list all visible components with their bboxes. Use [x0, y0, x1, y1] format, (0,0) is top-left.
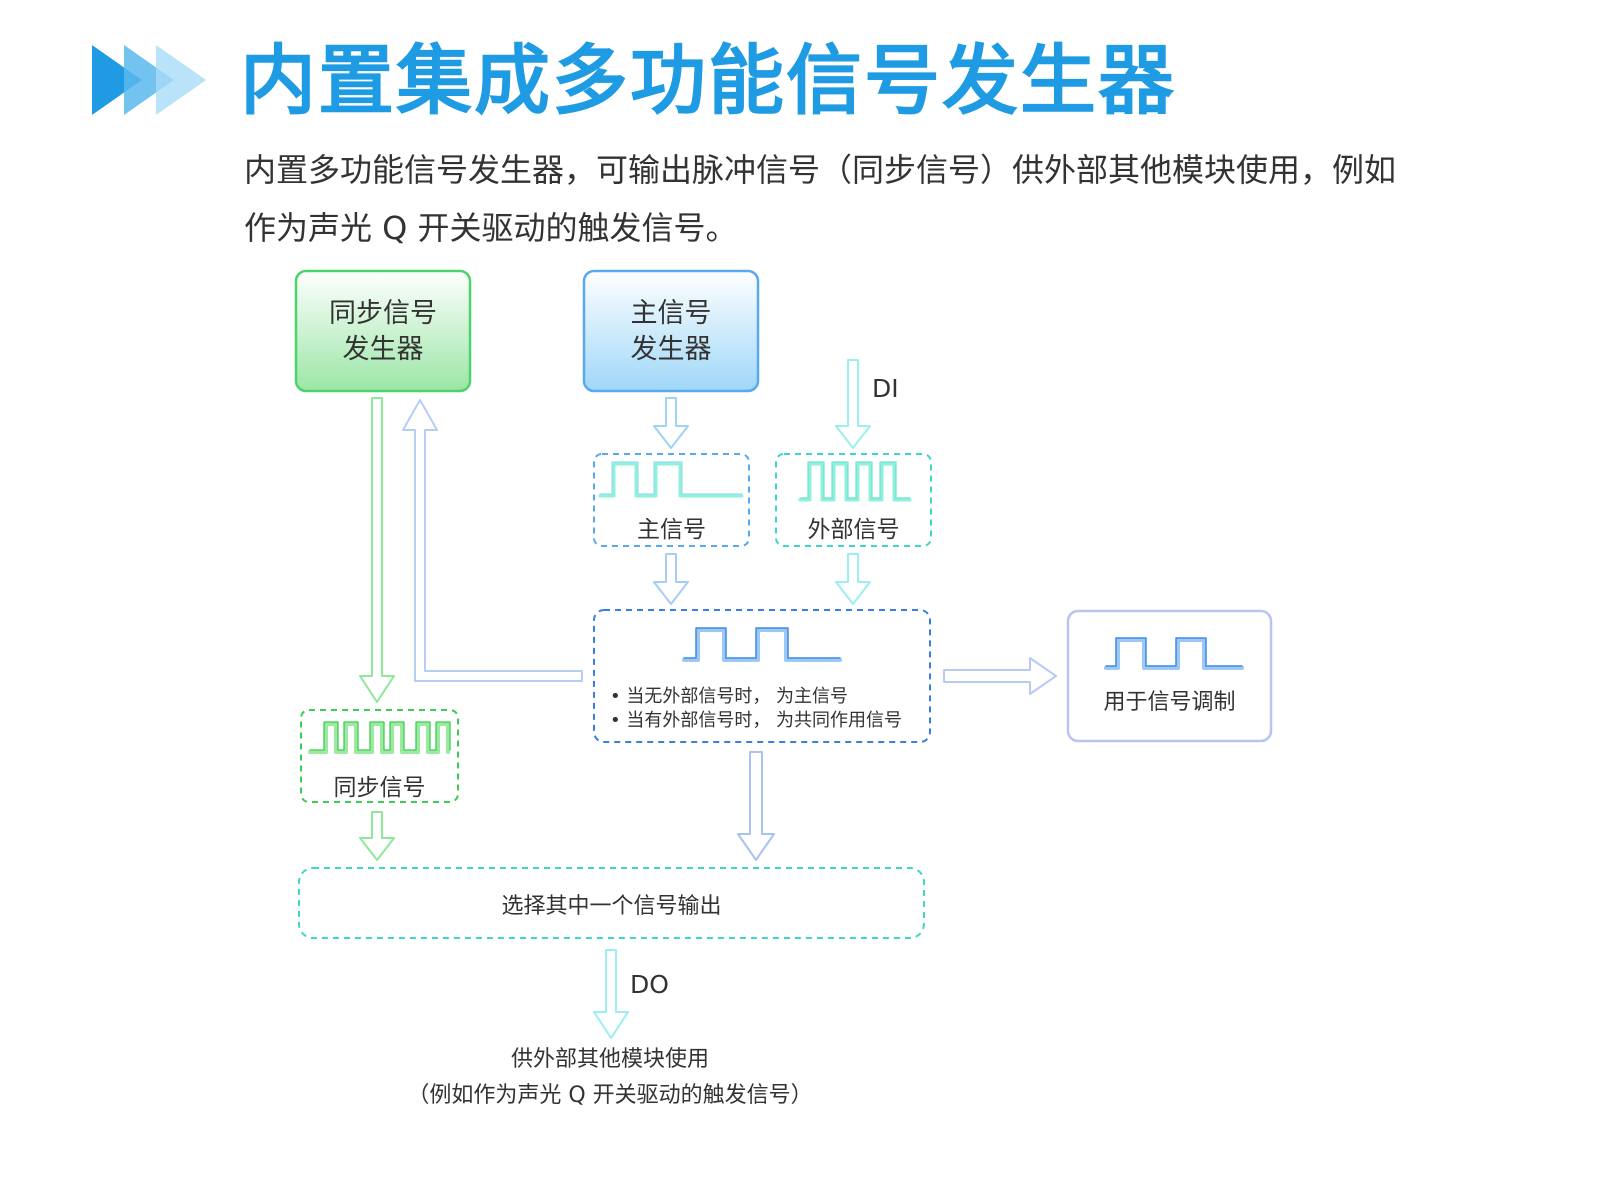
- sync-generator-box: [294, 269, 472, 393]
- modulation-box: [1066, 609, 1273, 743]
- sync-pulse-wave-icon: [308, 722, 450, 754]
- description-line-1: 内置多功能信号发生器，可输出脉冲信号（同步信号）供外部其他模块使用，例如: [244, 151, 1397, 189]
- page-title: 内置集成多功能信号发生器: [240, 36, 1176, 125]
- main-generator-line2: 发生器: [630, 334, 712, 365]
- external-signal-label: 外部信号: [807, 517, 900, 543]
- arrow-sync-signal-down: [359, 811, 395, 861]
- combined-bullet-2: • 当有外部信号时， 为共同作用信号: [610, 710, 903, 731]
- do-label: DO: [630, 970, 669, 999]
- modulation-pulse-wave-icon: [1104, 638, 1244, 670]
- arrow-main-gen-down: [653, 397, 689, 449]
- output-caption-line2: （例如作为声光 Q 开关驱动的触发信号）: [407, 1083, 813, 1108]
- selector-box: [298, 867, 925, 939]
- di-label: DI: [872, 374, 899, 403]
- main-generator-label: 主信号 发生器: [584, 296, 758, 368]
- modulation-label: 用于信号调制: [1103, 690, 1236, 715]
- arrow-main-signal-down: [653, 553, 689, 605]
- arrow-external-down: [835, 553, 871, 605]
- arrow-to-modulation: [943, 657, 1057, 695]
- output-caption: 供外部其他模块使用 （例如作为声光 Q 开关驱动的触发信号）: [360, 1042, 860, 1114]
- main-generator-line1: 主信号: [630, 298, 712, 329]
- output-caption-line1: 供外部其他模块使用: [510, 1047, 709, 1072]
- combined-signal-box: [593, 609, 931, 743]
- arrow-do-down: [593, 949, 629, 1039]
- combined-pulse-wave-icon: [682, 628, 842, 662]
- flow-arrows: [359, 359, 1057, 1039]
- selector-label: 选择其中一个信号输出: [501, 894, 722, 919]
- external-pulse-wave-icon: [798, 462, 912, 502]
- main-signal-label: 主信号: [637, 517, 706, 543]
- main-generator-box: [582, 269, 760, 393]
- main-pulse-wave-icon: [598, 462, 744, 498]
- main-signal-box: [593, 453, 750, 547]
- arrow-di-down: [835, 359, 871, 449]
- sync-generator-line2: 发生器: [342, 334, 424, 365]
- description-line-2: 作为声光 Q 开关驱动的触发信号。: [244, 209, 738, 247]
- external-signal-box: [775, 453, 932, 547]
- sync-signal-box: [300, 709, 459, 803]
- triple-arrow-icon: [92, 45, 206, 115]
- combined-bullet-1: • 当无外部信号时， 为主信号: [610, 686, 849, 707]
- sync-generator-line1: 同步信号: [329, 298, 437, 329]
- sync-generator-label: 同步信号 发生器: [296, 296, 470, 368]
- arrow-sync-gen-down: [359, 397, 395, 703]
- arrow-combined-down: [737, 751, 775, 861]
- arrow-combined-to-sync-gen: [402, 399, 583, 682]
- sync-signal-label: 同步信号: [333, 775, 426, 801]
